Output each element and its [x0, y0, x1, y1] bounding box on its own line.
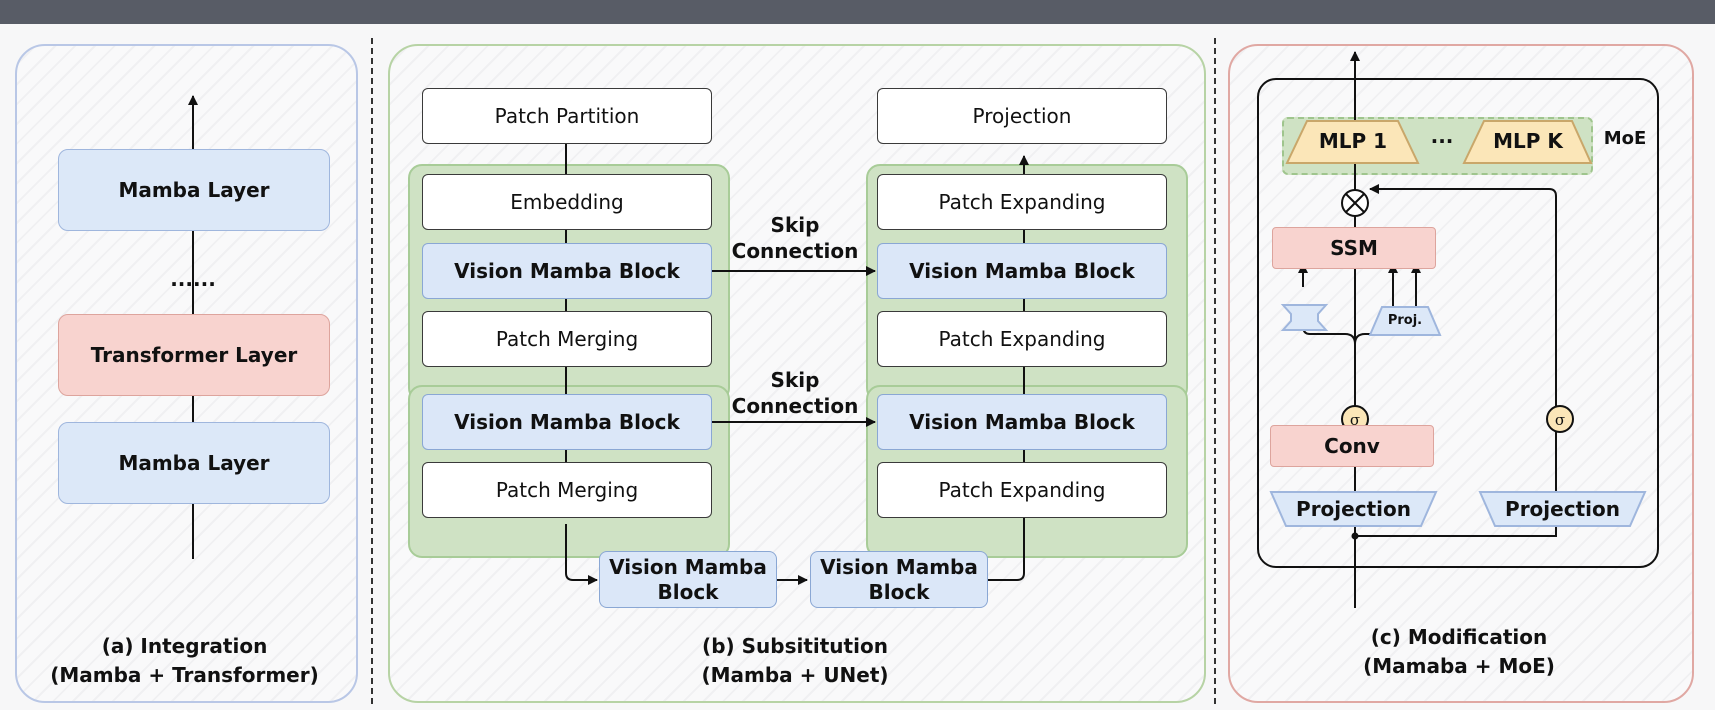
projection-left-shape: [1269, 491, 1438, 527]
dashed-separator: [1214, 38, 1216, 704]
projection: Projection: [877, 88, 1167, 144]
down-arrow: [565, 524, 598, 585]
skip-connection-label-1: Skip Connection: [731, 213, 859, 263]
mlp-dots: ...: [1430, 124, 1454, 148]
mlp-k-label: MLP K: [1493, 129, 1563, 153]
decoder-vision-mamba-block-2: Vision Mamba Block: [877, 394, 1167, 450]
caption-c-line2: (Mamaba + MoE): [1363, 654, 1555, 678]
dashed-separator: [371, 38, 373, 704]
moe-label: MoE: [1603, 128, 1647, 149]
ssm-block: SSM: [1272, 227, 1436, 269]
mamba-layer-bottom: Mamba Layer: [58, 422, 330, 504]
encoder-vision-mamba-block-2: Vision Mamba Block: [422, 394, 712, 450]
bottleneck-vision-mamba-block-2: Vision Mamba Block: [810, 551, 988, 608]
compress-icon: [1280, 304, 1329, 331]
sigma-label-right: σ: [1555, 411, 1565, 429]
junction-dot: [1351, 532, 1359, 540]
gate-path: [1355, 184, 1557, 537]
ellipsis: ......: [170, 267, 216, 291]
mlp-k-shape: [1462, 120, 1593, 164]
patch-expanding-3: Patch Expanding: [877, 462, 1167, 518]
projection-left-label: Projection: [1296, 497, 1411, 521]
encoder-vision-mamba-block-1: Vision Mamba Block: [422, 243, 712, 299]
embedding: Embedding: [422, 174, 712, 230]
caption-b-line2: (Mamba + UNet): [701, 663, 889, 687]
mamba-layer-top: Mamba Layer: [58, 149, 330, 231]
skip-connection-label-2: Skip Connection: [731, 368, 859, 418]
patch-merging-1: Patch Merging: [422, 311, 712, 367]
proj-small-shape: [1368, 306, 1442, 336]
bottleneck-vision-mamba-block-1: Vision Mamba Block: [599, 551, 777, 608]
patch-expanding-2: Patch Expanding: [877, 311, 1167, 367]
mlp-1-label: MLP 1: [1318, 129, 1388, 153]
diagram-canvas: σ σ Mamba Layer ...... Transformer Layer…: [0, 24, 1715, 710]
projection-right-label: Projection: [1505, 497, 1620, 521]
connectors: σ σ: [188, 51, 1659, 608]
projection-right-shape: [1478, 491, 1647, 527]
patch-expanding-1: Patch Expanding: [877, 174, 1167, 230]
caption-c-line1: (c) Modification: [1370, 625, 1548, 649]
caption-a-line1: (a) Integration: [101, 634, 268, 658]
sigma-label-left: σ: [1350, 411, 1360, 429]
caption-a-line2: (Mamba + Transformer): [50, 663, 319, 687]
proj-small-label: Proj.: [1387, 313, 1423, 328]
up-arrow: [988, 155, 1029, 581]
caption-b-line1: (b) Subsititution: [702, 634, 888, 658]
patch-merging-2: Patch Merging: [422, 462, 712, 518]
mamba-moe-block: [1257, 78, 1659, 568]
decoder-vision-mamba-block-1: Vision Mamba Block: [877, 243, 1167, 299]
sigma-op-right: [1546, 405, 1574, 433]
transformer-layer: Transformer Layer: [58, 314, 330, 396]
multiply-icon: [1345, 193, 1365, 213]
mlp-1-shape: [1285, 120, 1420, 164]
conv-block: Conv: [1270, 425, 1434, 467]
patch-partition: Patch Partition: [422, 88, 712, 144]
